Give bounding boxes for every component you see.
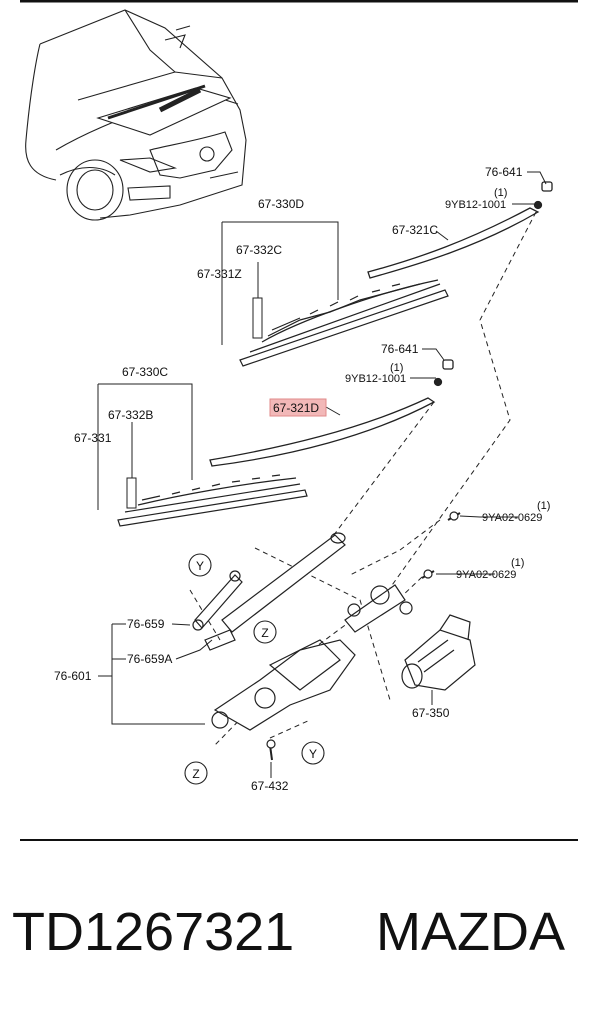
lower-wiper-blade: [117, 474, 308, 527]
wiper-motor: [401, 614, 476, 691]
callout-y-1: Y: [188, 553, 212, 577]
part-labels: 76-641 (1) 9YB12-1001 67-321C 67-330D 67…: [54, 165, 550, 793]
callout-z-1: Z: [253, 620, 277, 644]
label-67-321c: 67-321C: [392, 223, 438, 237]
callout-z-1-text: Z: [261, 626, 268, 640]
label-76-659a: 76-659A: [127, 652, 172, 666]
upper-wiper-blade: [239, 279, 449, 367]
label-qty-c: (1): [537, 500, 550, 512]
label-67-432: 67-432: [251, 779, 289, 793]
label-76-601: 76-601: [54, 669, 92, 683]
label-qty-a: (1): [494, 187, 507, 199]
label-67-331z: 67-331Z: [197, 267, 242, 281]
label-76-641-b: 76-641: [381, 342, 419, 356]
label-67-330d: 67-330D: [258, 197, 304, 211]
leader-lines: [98, 171, 547, 778]
callout-y-2: Y: [301, 741, 325, 765]
label-76-659: 76-659: [127, 617, 165, 631]
label-67-331: 67-331: [74, 431, 112, 445]
label-67-332b: 67-332B: [108, 408, 153, 422]
callout-y-2-text: Y: [309, 747, 317, 761]
dashed-guides: [189, 211, 537, 746]
label-67-321d: 67-321D: [273, 401, 319, 415]
upper-blade-bracket: [221, 221, 339, 345]
label-9ya02-a: 9YA02-0629: [482, 512, 542, 524]
car-illustration: [25, 9, 247, 221]
label-67-350: 67-350: [412, 706, 450, 720]
callout-y-1-text: Y: [196, 559, 204, 573]
label-qty-d: (1): [511, 557, 524, 569]
brand-name: MAZDA: [376, 902, 565, 962]
callout-z-2: Z: [184, 761, 208, 785]
label-9ya02-b: 9YA02-0629: [456, 569, 516, 581]
label-9yb12-b: 9YB12-1001: [345, 373, 406, 385]
highlight-67-321d: [269, 398, 327, 417]
label-qty-b: (1): [390, 362, 403, 374]
label-67-332c: 67-332C: [236, 243, 282, 257]
upper-wiper-arm: [367, 181, 553, 279]
callout-z-2-text: Z: [192, 767, 199, 781]
lower-blade-bracket: [97, 383, 193, 510]
bolts: [266, 511, 461, 761]
wiper-linkage: [192, 532, 413, 731]
label-76-641-a: 76-641: [485, 165, 523, 179]
label-67-330c: 67-330C: [122, 365, 168, 379]
lower-wiper-arm: [209, 359, 454, 467]
part-number: TD1267321: [12, 902, 294, 962]
label-9yb12-a: 9YB12-1001: [445, 199, 506, 211]
